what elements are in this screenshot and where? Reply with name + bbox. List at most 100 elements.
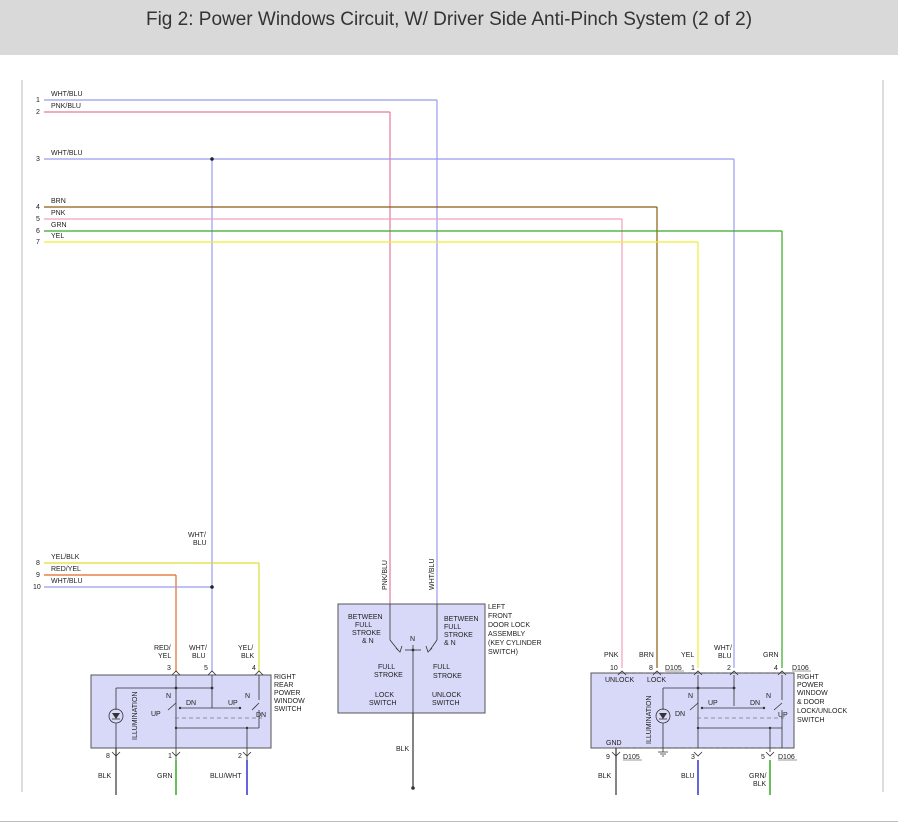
svg-text:BETWEEN: BETWEEN bbox=[348, 614, 383, 621]
svg-text:D106: D106 bbox=[778, 754, 795, 761]
svg-text:4: 4 bbox=[774, 665, 778, 672]
svg-text:& DOOR: & DOOR bbox=[797, 699, 825, 706]
svg-text:DN: DN bbox=[750, 700, 760, 707]
svg-text:STROKE: STROKE bbox=[352, 630, 381, 637]
svg-text:8: 8 bbox=[649, 665, 653, 672]
wire-5: 5 PNK bbox=[36, 210, 623, 668]
wire-4: 4 BRN bbox=[36, 198, 658, 668]
svg-text:STROKE: STROKE bbox=[444, 632, 473, 639]
svg-text:BLU/WHT: BLU/WHT bbox=[210, 773, 242, 780]
wire-3: 3 WHT/BLU bbox=[36, 150, 735, 672]
wire-label: RED/YEL bbox=[51, 566, 81, 573]
wire-num: 8 bbox=[36, 560, 40, 567]
label-wht-blu-a: WHT/ bbox=[188, 532, 206, 539]
svg-text:FULL: FULL bbox=[433, 664, 450, 671]
svg-text:D106: D106 bbox=[792, 665, 809, 672]
svg-text:SWITCH: SWITCH bbox=[369, 700, 397, 707]
wire-label: WHT/BLU bbox=[51, 91, 83, 98]
wire-1: 1 WHT/BLU bbox=[36, 91, 438, 604]
svg-text:UNLOCK: UNLOCK bbox=[432, 692, 462, 699]
svg-text:FRONT: FRONT bbox=[488, 613, 513, 620]
wire-9: 9 RED/YEL bbox=[36, 566, 177, 672]
svg-text:D105: D105 bbox=[623, 754, 640, 761]
svg-text:UP: UP bbox=[228, 700, 238, 707]
door-lock-key-cylinder-switch: PNK/BLU WHT/BLU BETWEEN FULL STROKE & N … bbox=[337, 559, 542, 790]
svg-text:BLU: BLU bbox=[192, 653, 206, 660]
right-rear-window-switch: RED/ YEL WHT/ BLU YEL/ BLK 3 5 4 ILLUMIN… bbox=[90, 645, 305, 795]
svg-text:UP: UP bbox=[708, 700, 718, 707]
svg-text:4: 4 bbox=[252, 665, 256, 672]
svg-text:N: N bbox=[166, 693, 171, 700]
svg-text:STROKE: STROKE bbox=[433, 673, 462, 680]
wire-label: YEL bbox=[51, 233, 64, 240]
svg-text:STROKE: STROKE bbox=[374, 672, 403, 679]
svg-text:LOCK: LOCK bbox=[647, 677, 666, 684]
wire-label: YEL/BLK bbox=[51, 554, 80, 561]
wire-num: 6 bbox=[36, 228, 40, 235]
svg-text:8: 8 bbox=[106, 753, 110, 760]
svg-text:GND: GND bbox=[606, 740, 622, 747]
svg-text:3: 3 bbox=[167, 665, 171, 672]
svg-text:2: 2 bbox=[727, 665, 731, 672]
svg-text:SWITCH: SWITCH bbox=[797, 717, 825, 724]
right-window-door-lock-switch: PNK BRN YEL WHT/ BLU GRN 10 8 D105 1 2 4… bbox=[590, 645, 848, 795]
wire-10: 10 WHT/BLU bbox=[33, 578, 214, 591]
svg-text:SWITCH): SWITCH) bbox=[488, 649, 518, 656]
svg-text:WHT/BLU: WHT/BLU bbox=[429, 559, 436, 591]
wire-6: 6 GRN bbox=[36, 222, 783, 668]
wire-label: WHT/BLU bbox=[51, 150, 83, 157]
svg-text:YEL: YEL bbox=[158, 653, 171, 660]
svg-text:D105: D105 bbox=[665, 665, 682, 672]
svg-text:N: N bbox=[245, 693, 250, 700]
svg-text:3: 3 bbox=[691, 754, 695, 761]
wire-num: 4 bbox=[36, 204, 40, 211]
svg-text:N: N bbox=[688, 693, 693, 700]
footer-divider bbox=[0, 821, 898, 822]
svg-text:BLK: BLK bbox=[396, 746, 410, 753]
wire-2: 2 PNK/BLU bbox=[36, 103, 391, 604]
header-bar bbox=[0, 0, 898, 55]
svg-text:UP: UP bbox=[151, 711, 161, 718]
wire-label: GRN bbox=[51, 222, 67, 229]
svg-text:WINDOW: WINDOW bbox=[797, 690, 828, 697]
svg-text:WHT/: WHT/ bbox=[714, 645, 732, 652]
svg-text:BLK: BLK bbox=[753, 781, 767, 788]
svg-text:FULL: FULL bbox=[355, 622, 372, 629]
svg-text:LOCK/UNLOCK: LOCK/UNLOCK bbox=[797, 708, 848, 715]
svg-text:DOOR LOCK: DOOR LOCK bbox=[488, 622, 530, 629]
svg-text:PNK: PNK bbox=[604, 652, 619, 659]
svg-text:GRN: GRN bbox=[157, 773, 173, 780]
svg-text:SWITCH: SWITCH bbox=[432, 700, 460, 707]
svg-text:BLU: BLU bbox=[681, 773, 695, 780]
svg-text:LEFT: LEFT bbox=[488, 604, 506, 611]
svg-text:ILLUMINATION: ILLUMINATION bbox=[132, 692, 139, 741]
svg-text:DN: DN bbox=[256, 712, 266, 719]
page-title: Fig 2: Power Windows Circuit, W/ Driver … bbox=[145, 9, 753, 30]
svg-text:YEL/: YEL/ bbox=[238, 645, 253, 652]
svg-text:1: 1 bbox=[168, 753, 172, 760]
svg-text:WINDOW: WINDOW bbox=[274, 698, 305, 705]
wire-num: 3 bbox=[36, 156, 40, 163]
svg-text:ASSEMBLY: ASSEMBLY bbox=[488, 631, 526, 638]
svg-text:YEL: YEL bbox=[681, 652, 694, 659]
svg-text:BLU: BLU bbox=[718, 653, 732, 660]
svg-text:GRN: GRN bbox=[763, 652, 779, 659]
svg-text:REAR: REAR bbox=[274, 682, 293, 689]
svg-text:& N: & N bbox=[362, 638, 374, 645]
wire-num: 10 bbox=[33, 584, 41, 591]
wire-label: PNK/BLU bbox=[51, 103, 81, 110]
wire-num: 9 bbox=[36, 572, 40, 579]
wire-8: 8 YEL/BLK bbox=[36, 554, 260, 672]
svg-text:N: N bbox=[410, 636, 415, 643]
wire-num: 2 bbox=[36, 109, 40, 116]
svg-text:POWER: POWER bbox=[797, 682, 823, 689]
svg-text:5: 5 bbox=[761, 754, 765, 761]
svg-text:GRN/: GRN/ bbox=[749, 773, 767, 780]
svg-text:PNK/BLU: PNK/BLU bbox=[382, 560, 389, 590]
wire-label: WHT/BLU bbox=[51, 578, 83, 585]
label-wht-blu-b: BLU bbox=[193, 540, 207, 547]
svg-text:DN: DN bbox=[675, 711, 685, 718]
svg-text:9: 9 bbox=[606, 754, 610, 761]
svg-text:SWITCH: SWITCH bbox=[274, 706, 302, 713]
